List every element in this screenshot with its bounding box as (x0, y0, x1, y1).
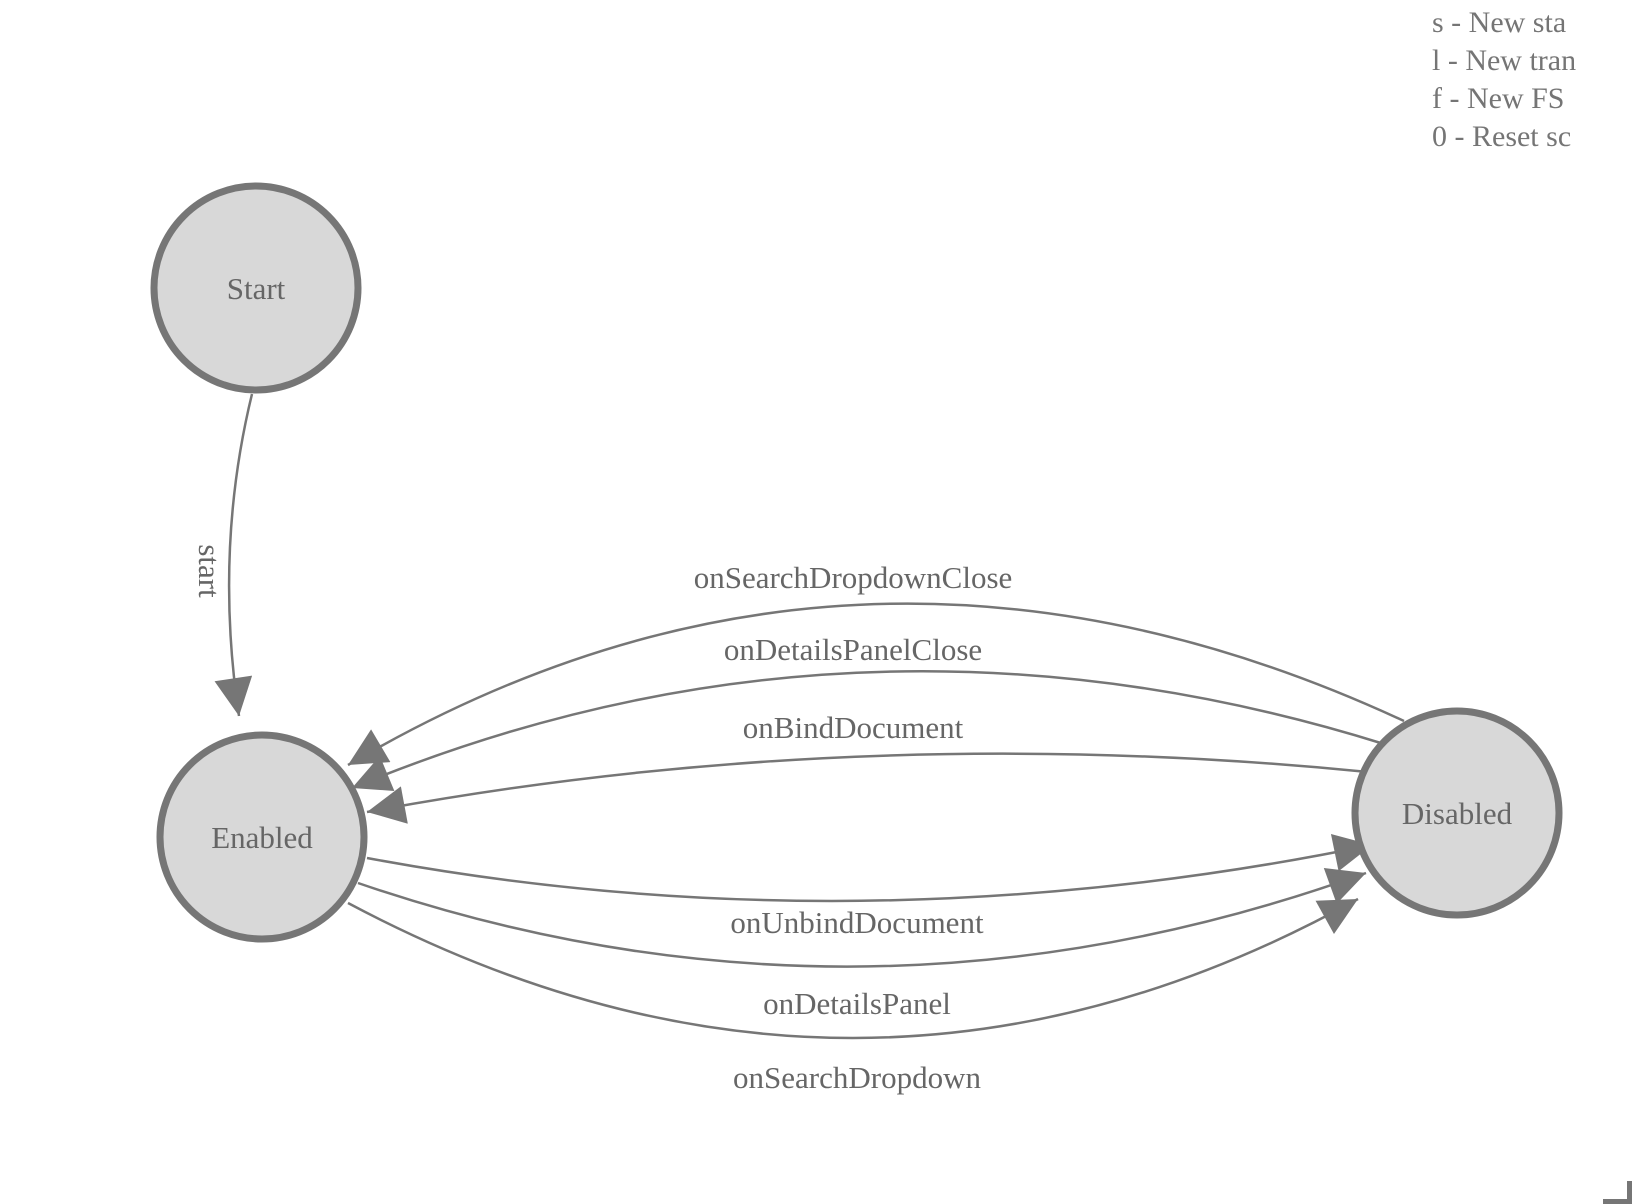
edge-disabled-to-enabled-ondetailspanelclose[interactable] (351, 670, 1385, 791)
edge-label-onbinddocument: onBindDocument (743, 710, 964, 745)
edge-enabled-to-disabled-onunbinddocument[interactable] (366, 834, 1373, 903)
legend-line-new-state: s - New sta (1432, 6, 1567, 39)
edge-disabled-to-enabled-onbinddocument[interactable] (366, 752, 1369, 824)
state-node-disabled[interactable] (1351, 707, 1563, 919)
edge-label-start: start (192, 544, 227, 598)
state-node-enabled[interactable] (156, 731, 368, 943)
state-node-disabled-label: Disabled (1402, 796, 1513, 831)
state-node-start-label: Start (227, 271, 286, 306)
state-node-enabled-label: Enabled (211, 820, 313, 855)
edge-start-to-enabled[interactable] (214, 393, 254, 717)
edge-enabled-to-disabled-onsearchdropdown[interactable] (347, 897, 1359, 1040)
legend-line-reset-scale: 0 - Reset sc (1432, 120, 1572, 153)
edge-label-onsearchdropdownclose: onSearchDropdownClose (694, 560, 1013, 595)
edge-label-onunbinddocument: onUnbindDocument (730, 905, 984, 940)
edge-label-onsearchdropdown: onSearchDropdown (733, 1060, 981, 1095)
edge-label-ondetailspanelclose: onDetailsPanelClose (724, 632, 982, 667)
edge-disabled-to-enabled-onsearchdropdownclose[interactable] (347, 602, 1405, 767)
legend-line-new-fsm: f - New FS (1432, 82, 1565, 115)
edge-enabled-to-disabled-ondetailspanel[interactable] (357, 867, 1367, 968)
shortcut-legend: s - New sta l - New tran f - New FS 0 - … (1432, 4, 1576, 156)
state-node-start[interactable] (150, 182, 362, 394)
clipped-element-corner (1603, 1181, 1632, 1204)
edge-label-ondetailspanel: onDetailsPanel (763, 986, 951, 1021)
legend-line-new-transition: l - New tran (1432, 44, 1577, 77)
